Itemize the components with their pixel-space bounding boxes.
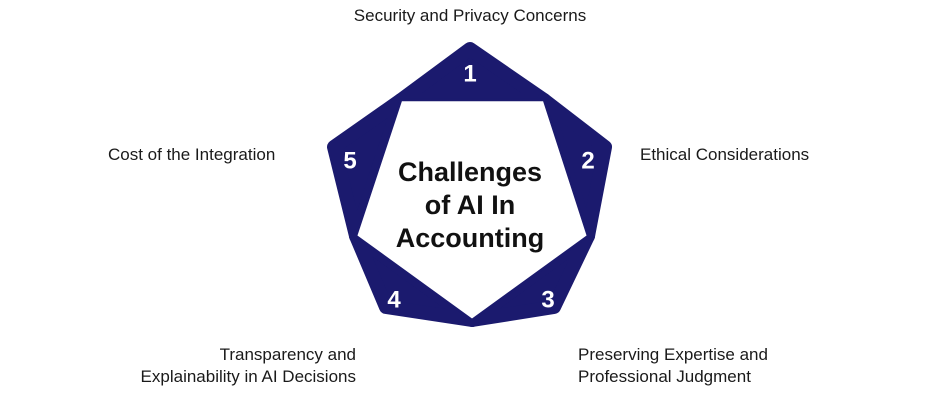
segment-5-label-line-1: Cost of the Integration	[108, 145, 276, 164]
center-title-line-1: Challenges	[398, 157, 542, 187]
segment-4-label-line-1: Transparency and	[219, 345, 356, 364]
center-title-line-2: of AI In	[425, 190, 515, 220]
segment-2-label-line-1: Ethical Considerations	[640, 145, 810, 164]
segment-4-label-line-2: Explainability in AI Decisions	[140, 367, 356, 386]
segment-1-number: 1	[463, 60, 476, 87]
segment-1-label-line-1: Security and Privacy Concerns	[353, 6, 587, 25]
segment-4-number: 4	[387, 286, 401, 313]
segment-5-label: Cost of the Integration	[108, 144, 275, 166]
segment-1-label: Security and Privacy Concerns	[0, 5, 940, 27]
center-pentagon	[354, 98, 590, 322]
center-title-line-3: Accounting	[396, 223, 545, 253]
segment-3-label: Preserving Expertise and Professional Ju…	[578, 344, 768, 388]
segment-3-label-line-1: Preserving Expertise and	[578, 345, 768, 364]
segment-2-label: Ethical Considerations	[640, 144, 809, 166]
segment-5-number: 5	[343, 147, 356, 174]
segment-3-number: 3	[541, 286, 554, 313]
segment-2-number: 2	[581, 147, 594, 174]
segment-4-label: Transparency and Explainability in AI De…	[110, 344, 356, 388]
segment-3-label-line-2: Professional Judgment	[578, 367, 751, 386]
